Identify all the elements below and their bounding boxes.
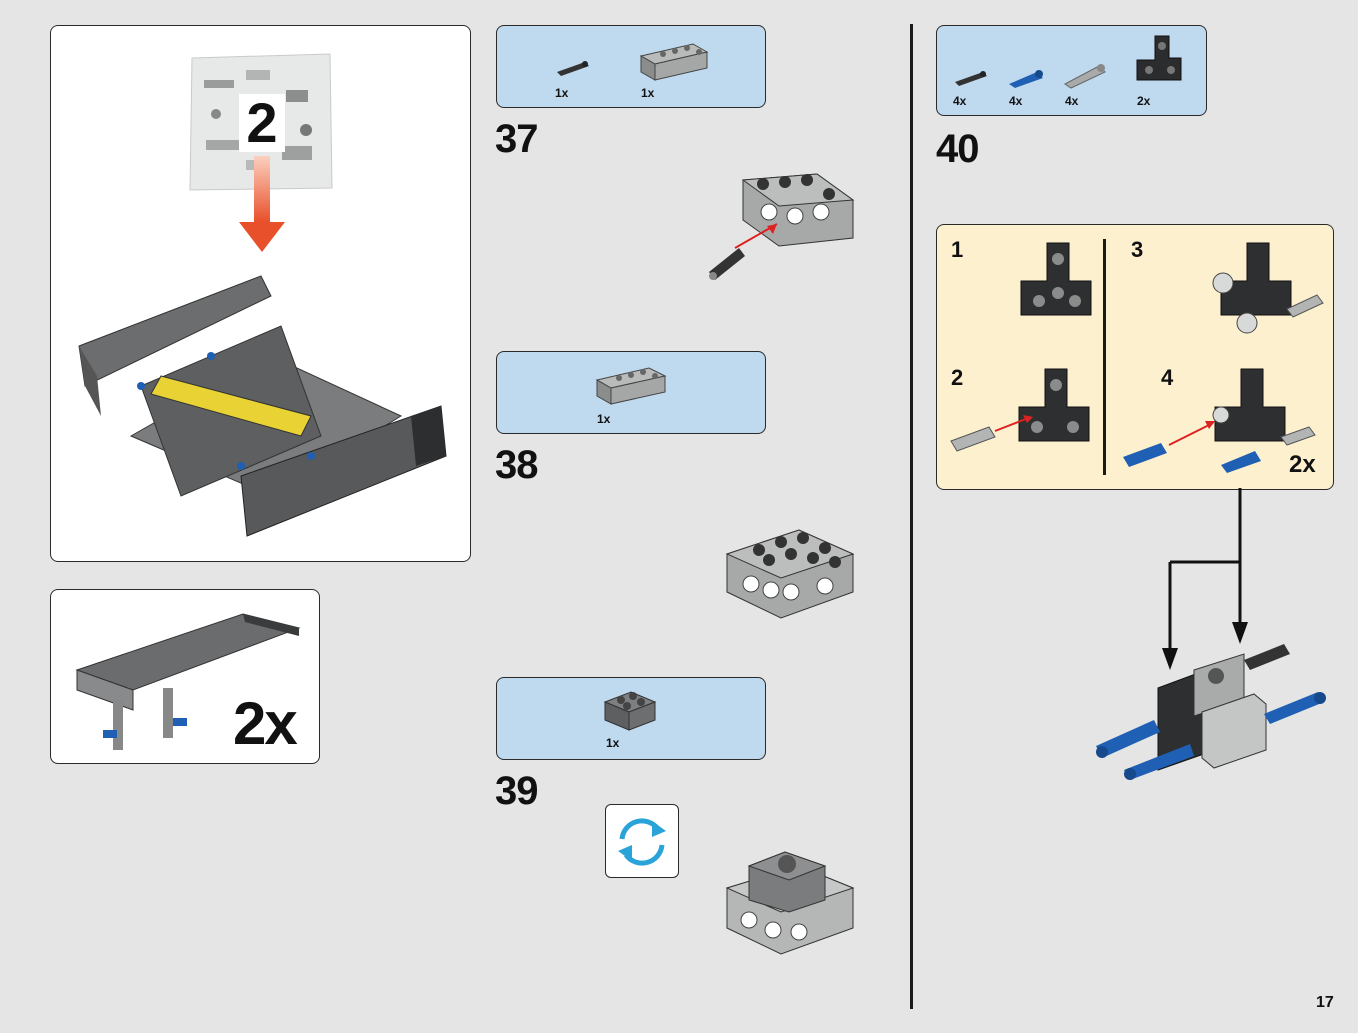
bag-panel: 2 <box>50 25 471 562</box>
sub-assembly-image <box>75 613 301 750</box>
step-number-37: 37 <box>495 117 538 161</box>
column-divider <box>910 24 913 1009</box>
grey-axle-pin-part-icon <box>1064 64 1106 89</box>
beam-connector-part-icon <box>1136 35 1182 81</box>
technic-brick-part-icon <box>639 43 709 81</box>
repeat-panel: 2x <box>50 589 320 764</box>
substep-1-illustration <box>1020 242 1092 316</box>
substep-number: 4 <box>1161 365 1174 390</box>
substep-divider <box>1103 239 1106 475</box>
rotate-arrows-icon <box>618 818 666 866</box>
part-qty: 2x <box>1137 94 1151 108</box>
substep-4-illustration <box>1123 368 1316 473</box>
technic-brick-part-icon <box>595 367 667 405</box>
parts-callout-38: 1x <box>496 351 766 434</box>
part-qty: 1x <box>606 736 620 750</box>
step-38-illustration <box>725 529 855 619</box>
rotate-model-icon <box>605 804 679 878</box>
substep-2-illustration <box>950 368 1090 452</box>
assembly-arrows <box>1162 488 1248 670</box>
substep-multiplier: 2x <box>1289 451 1316 478</box>
page-number: 17 <box>1316 994 1334 1011</box>
step-40-result-illustration <box>1096 644 1326 780</box>
down-arrow-icon <box>239 156 285 252</box>
substep-number: 1 <box>951 237 964 262</box>
assembled-model-image <box>78 275 447 537</box>
parts-callout-40: 4x 4x 4x 2x <box>936 25 1207 116</box>
part-qty: 1x <box>597 412 611 426</box>
part-qty: 1x <box>641 86 655 100</box>
parts-callout-37: 1x 1x <box>496 25 766 108</box>
step-number-38: 38 <box>495 443 538 487</box>
step-number-39: 39 <box>495 769 538 813</box>
part-qty: 1x <box>555 86 569 100</box>
part-qty: 4x <box>1009 94 1023 108</box>
step-37-illustration <box>709 173 855 280</box>
substep-panel: 1 2 3 4 2x <box>936 224 1334 490</box>
parts-callout-39: 1x <box>496 677 766 760</box>
pin-part-icon <box>557 61 589 76</box>
part-qty: 4x <box>953 94 967 108</box>
substep-number: 2 <box>951 365 964 390</box>
part-qty: 4x <box>1065 94 1079 108</box>
repeat-multiplier: 2x <box>233 690 298 757</box>
substep-3-illustration <box>1212 242 1324 334</box>
brick-2x2-part-icon <box>603 691 657 731</box>
substep-number: 3 <box>1131 237 1144 262</box>
pin-part-icon <box>955 71 987 86</box>
step-number-40: 40 <box>936 127 979 171</box>
step-39-illustration <box>725 851 855 955</box>
bag-number: 2 <box>239 94 285 152</box>
blue-pin-part-icon <box>1009 70 1043 88</box>
